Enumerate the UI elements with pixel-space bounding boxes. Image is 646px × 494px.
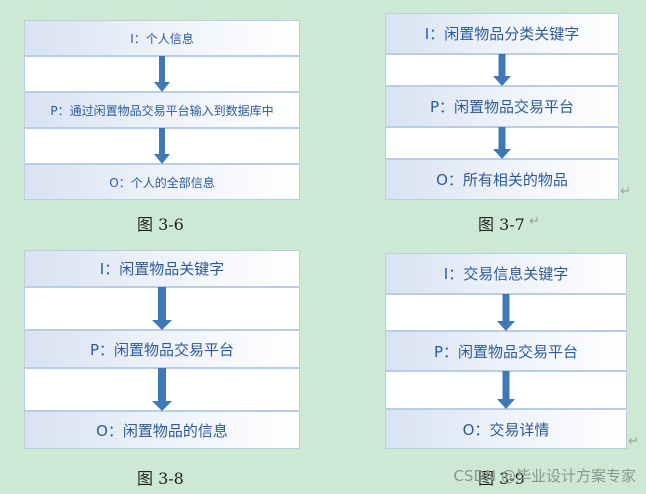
figure-caption: 图 3-6 <box>137 215 184 234</box>
down-arrow-icon <box>495 294 517 331</box>
down-arrow-icon <box>491 54 513 86</box>
csdn-watermark: CSDN @毕业设计方案专家 <box>453 467 636 485</box>
down-arrow-icon <box>495 371 517 409</box>
down-arrow-icon <box>151 368 173 411</box>
figure-caption: 图 3-9 <box>478 469 525 488</box>
output-box: O：交易详情 <box>385 409 627 449</box>
paragraph-mark-icon: ↵ <box>620 184 631 199</box>
paragraph-mark-icon: ↵ <box>628 434 639 449</box>
process-box: P：通过闲置物品交易平台输入到数据库中 <box>24 92 300 128</box>
input-box: I：个人信息 <box>24 20 300 56</box>
process-box: P：闲置物品交易平台 <box>385 331 627 371</box>
down-arrow-icon <box>152 128 172 164</box>
down-arrow-icon <box>491 127 513 159</box>
input-box: I：闲置物品关键字 <box>24 250 300 287</box>
process-box: P：闲置物品交易平台 <box>385 86 619 127</box>
input-box: I：闲置物品分类关键字 <box>385 13 619 54</box>
output-box: O：个人的全部信息 <box>24 164 300 200</box>
down-arrow-icon <box>151 287 173 330</box>
process-box: P：闲置物品交易平台 <box>24 330 300 368</box>
down-arrow-icon <box>152 56 172 92</box>
output-box: O：闲置物品的信息 <box>24 411 300 449</box>
paragraph-mark-icon: ↵ <box>529 214 540 229</box>
figure-caption: 图 3-7 <box>478 215 525 234</box>
figure-caption: 图 3-8 <box>137 469 184 488</box>
input-box: I：交易信息关键字 <box>385 253 627 294</box>
output-box: O：所有相关的物品 <box>385 159 619 200</box>
